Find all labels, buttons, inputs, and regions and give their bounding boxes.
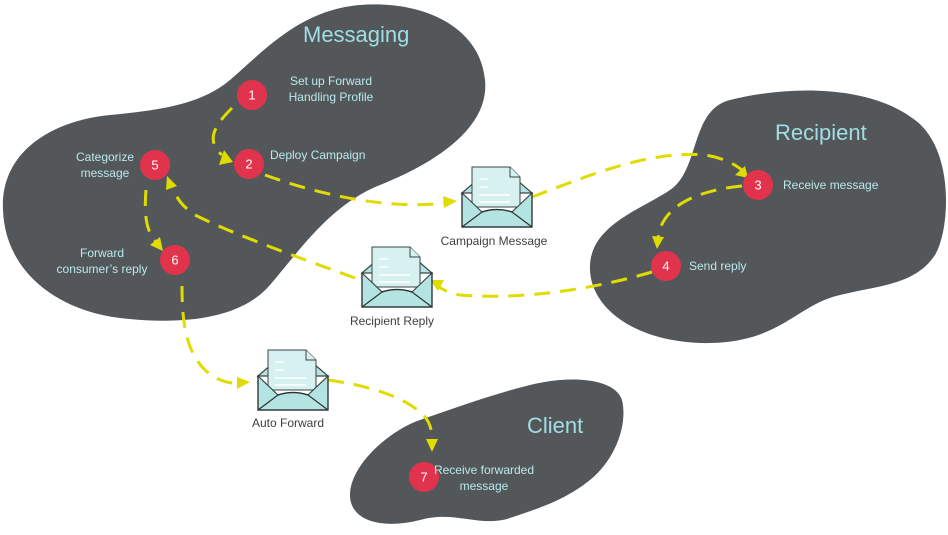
flow-step4-to-reply	[436, 270, 653, 298]
flow-step3-to-step4	[656, 184, 743, 241]
step-label-line: Forward	[80, 246, 124, 260]
zone-recipient-shape	[589, 90, 947, 344]
arrowhead-step7	[426, 439, 438, 452]
step-4: 4 Send reply	[651, 251, 746, 281]
step-7: 7 Receive forwarded message	[409, 462, 534, 493]
step-marker	[409, 462, 439, 492]
envelope-open-letter-icon	[257, 349, 329, 411]
flow-arrows	[143, 106, 748, 452]
step-number: 1	[248, 88, 255, 103]
step-marker	[160, 245, 190, 275]
arrowhead-step6	[150, 237, 163, 251]
zone-title-recipient: Recipient	[775, 120, 867, 145]
zone-client: Client	[350, 379, 624, 524]
step-label-line: Receive message	[783, 178, 879, 192]
step-marker	[743, 170, 773, 200]
step-label-line: message	[81, 166, 130, 180]
step-6: 6 Forward consumer’s reply	[57, 245, 190, 276]
step-1: 1 Set up Forward Handling Profile	[237, 74, 374, 110]
arrowhead-step4	[652, 236, 664, 249]
step-label-line: Receive forwarded	[434, 463, 534, 477]
message-label-forward: Auto Forward	[252, 416, 324, 430]
flow-forward-to-step7	[327, 378, 434, 441]
flow-campaign-to-step3	[531, 152, 746, 199]
zone-title-messaging: Messaging	[303, 22, 409, 47]
step-label-line: Handling Profile	[289, 90, 374, 104]
step-label-line: Set up Forward	[290, 74, 372, 88]
step-number: 4	[662, 259, 669, 274]
flow-step5-to-step6	[143, 189, 159, 245]
arrowhead-step5	[166, 176, 177, 190]
step-marker	[234, 149, 264, 179]
step-5: 5 Categorize message	[76, 150, 170, 180]
envelope-open-letter-icon	[361, 246, 433, 308]
step-marker	[140, 150, 170, 180]
step-marker	[651, 251, 681, 281]
flow-step2-to-campaign	[264, 173, 446, 207]
step-label-line: Deploy Campaign	[270, 148, 365, 162]
zone-client-shape	[350, 379, 624, 524]
envelope-open-letter-icon	[461, 166, 533, 228]
flow-step1-to-step2	[211, 106, 234, 157]
arrowhead-forward	[237, 377, 250, 389]
arrowhead-step3	[735, 166, 748, 178]
step-number: 5	[151, 158, 158, 173]
step-label-line: message	[460, 479, 509, 493]
zone-recipient: Recipient	[589, 90, 947, 344]
step-marker	[237, 80, 267, 110]
message-reply: Recipient Reply	[350, 246, 434, 328]
arrowhead-step2	[219, 150, 233, 165]
flow-step6-to-forward	[180, 285, 241, 385]
message-forward: Auto Forward	[252, 349, 329, 430]
step-label-line: Categorize	[76, 150, 134, 164]
message-label-campaign: Campaign Message	[441, 234, 548, 248]
message-campaign: Campaign Message	[441, 166, 548, 248]
step-label-line: Send reply	[689, 259, 746, 273]
step-2: 2 Deploy Campaign	[234, 148, 365, 179]
zone-title-client: Client	[527, 413, 583, 438]
flow-reply-to-step5	[170, 184, 356, 280]
message-label-reply: Recipient Reply	[350, 314, 434, 328]
step-number: 6	[171, 253, 178, 268]
arrowhead-reply	[430, 280, 444, 291]
step-3: 3 Receive message	[743, 170, 879, 200]
arrowhead-campaign	[443, 196, 457, 208]
step-number: 2	[245, 157, 252, 172]
step-label-line: consumer’s reply	[57, 262, 148, 276]
step-number: 3	[754, 178, 761, 193]
step-number: 7	[420, 470, 427, 485]
